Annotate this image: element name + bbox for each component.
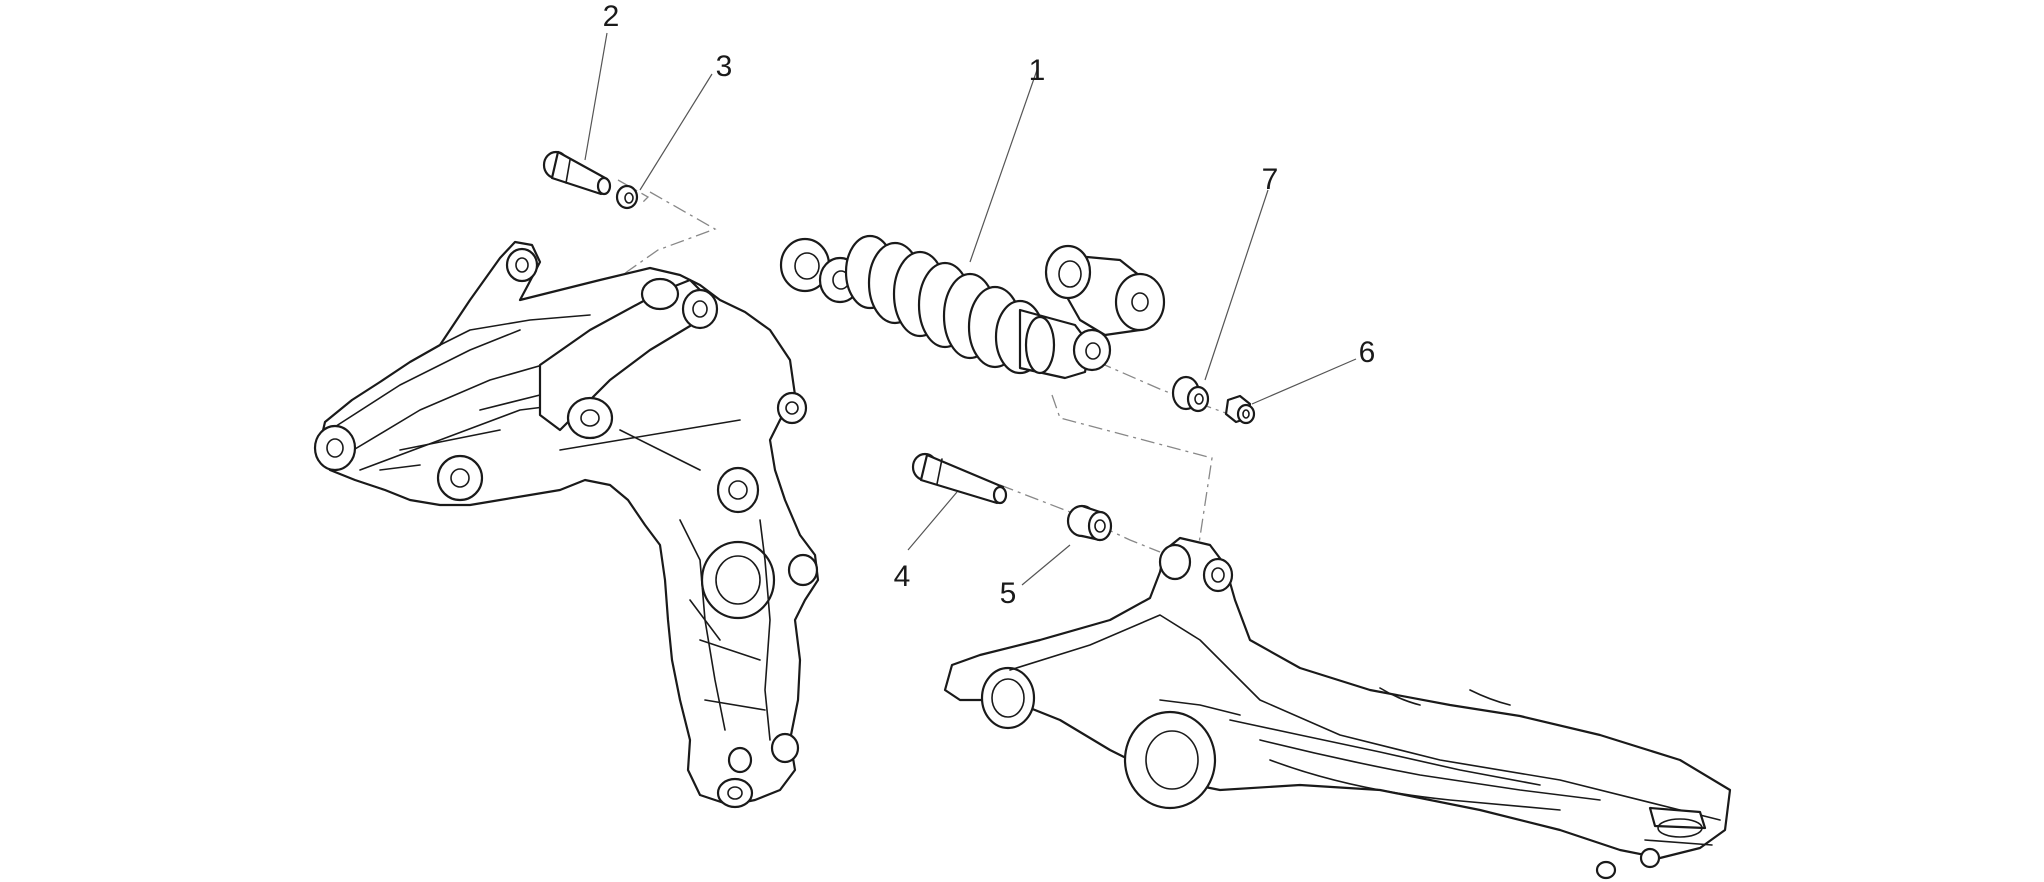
part-5-bushing[interactable] [1066,504,1113,542]
part-2-bolt[interactable] [542,150,612,196]
callout-2: 2 [603,0,620,33]
callout-4: 4 [894,560,911,593]
callout-leader-lines [584,32,1357,586]
part-3-washer[interactable] [615,184,639,210]
callout-6: 6 [1359,336,1376,369]
frame-bracket[interactable] [313,240,820,809]
swingarm[interactable] [943,536,1732,880]
part-6-nut[interactable] [1224,394,1256,425]
part-1-shock-absorber[interactable] [779,234,1166,380]
callout-5: 5 [1000,577,1017,610]
callout-3: 3 [716,50,733,83]
part-7-bushing[interactable] [1171,375,1210,413]
callout-labels: 1 2 3 4 5 6 7 [603,0,1376,610]
callout-7: 7 [1262,163,1279,196]
part-4-bolt[interactable] [911,452,1008,505]
callout-1: 1 [1029,54,1046,87]
